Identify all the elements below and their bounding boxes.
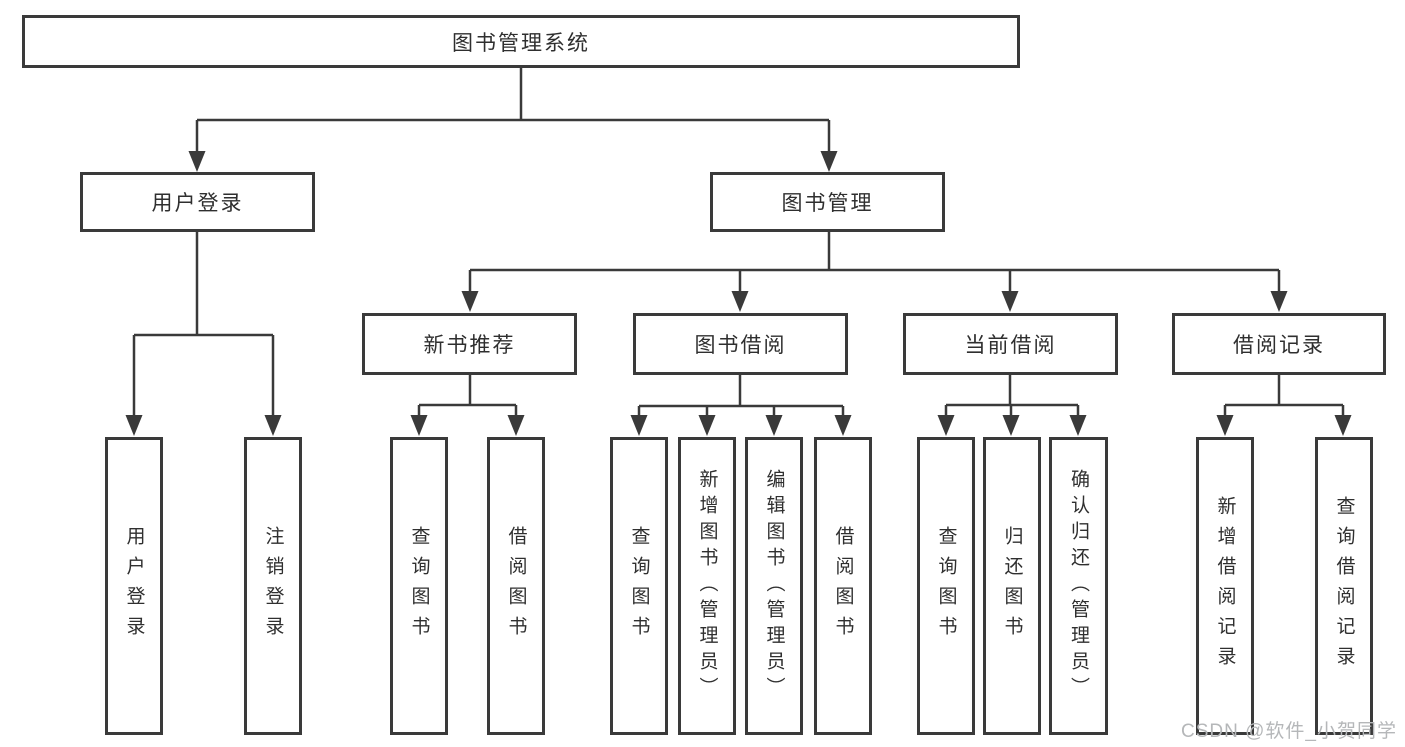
leaf-add-books-admin-label: 新增图书（管理员） [696,469,718,703]
node-user-login-label: 用户登录 [151,192,244,215]
arrowhead-icon [410,415,428,436]
leaf-return-books-label: 归还图书 [1001,526,1023,646]
leaf-logout: 注销登录 [244,437,302,735]
leaf-borrow-books-label: 借阅图书 [832,526,854,646]
arrowhead-icon [507,415,525,436]
leaf-add-borrow-record-label: 新增借阅记录 [1214,496,1236,676]
arrowhead-icon [698,415,716,436]
arrowhead-icon [1334,415,1352,436]
arrowhead-icon [1069,415,1087,436]
node-borrowing-records: 借阅记录 [1172,313,1386,375]
leaf-query-books-borrow-label: 查询图书 [628,526,650,646]
leaf-query-borrow-record-label: 查询借阅记录 [1333,496,1355,676]
leaf-borrow-books: 借阅图书 [814,437,872,735]
leaf-logout-label: 注销登录 [262,526,284,646]
arrowhead-icon [188,151,206,172]
arrowhead-icon [264,415,282,436]
connector-path [132,67,1345,421]
arrowhead-icon [731,291,749,312]
arrowhead-icon [937,415,955,436]
leaf-borrow-books-recommend-label: 借阅图书 [505,526,527,646]
watermark: CSDN @软件_小贺同学 [1181,721,1397,742]
leaf-confirm-return-admin: 确认归还（管理员） [1049,437,1108,735]
arrowhead-icon [461,291,479,312]
leaf-add-borrow-record: 新增借阅记录 [1196,437,1254,735]
leaf-user-login-label: 用户登录 [123,526,145,646]
node-current-borrowing: 当前借阅 [903,313,1118,375]
arrowhead-icon [630,415,648,436]
arrowhead-icon [1002,415,1020,436]
arrowhead-icon [1001,291,1019,312]
leaf-query-books-borrow: 查询图书 [610,437,668,735]
leaf-confirm-return-admin-label: 确认归还（管理员） [1068,469,1089,703]
leaf-borrow-books-recommend: 借阅图书 [487,437,545,735]
leaf-query-books-recommend: 查询图书 [390,437,448,735]
arrowhead-icon [765,415,783,436]
node-new-book-recommendation-label: 新书推荐 [423,334,516,357]
node-new-book-recommendation: 新书推荐 [362,313,577,375]
node-book-borrowing: 图书借阅 [633,313,848,375]
node-borrowing-records-label: 借阅记录 [1233,334,1325,357]
node-book-borrowing-label: 图书借阅 [694,334,787,357]
leaf-edit-books-admin: 编辑图书（管理员） [745,437,803,735]
leaf-add-books-admin: 新增图书（管理员） [678,437,736,735]
leaf-user-login: 用户登录 [105,437,163,735]
leaf-query-borrow-record: 查询借阅记录 [1315,437,1373,735]
node-library-system: 图书管理系统 [22,15,1020,68]
arrowhead-icon [1216,415,1234,436]
node-book-management-label: 图书管理 [781,192,874,215]
leaf-query-books-recommend-label: 查询图书 [408,526,430,646]
node-book-management: 图书管理 [710,172,945,232]
node-library-system-label: 图书管理系统 [452,31,590,55]
arrowhead-icon [1270,291,1288,312]
node-user-login: 用户登录 [80,172,315,232]
arrowhead-icon [834,415,852,436]
node-current-borrowing-label: 当前借阅 [964,334,1057,357]
leaf-edit-books-admin-label: 编辑图书（管理员） [763,469,785,703]
leaf-return-books: 归还图书 [983,437,1041,735]
arrowhead-icon [820,151,838,172]
arrowhead-icon [125,415,143,436]
leaf-query-books-current: 查询图书 [917,437,975,735]
leaf-query-books-current-label: 查询图书 [935,526,957,646]
